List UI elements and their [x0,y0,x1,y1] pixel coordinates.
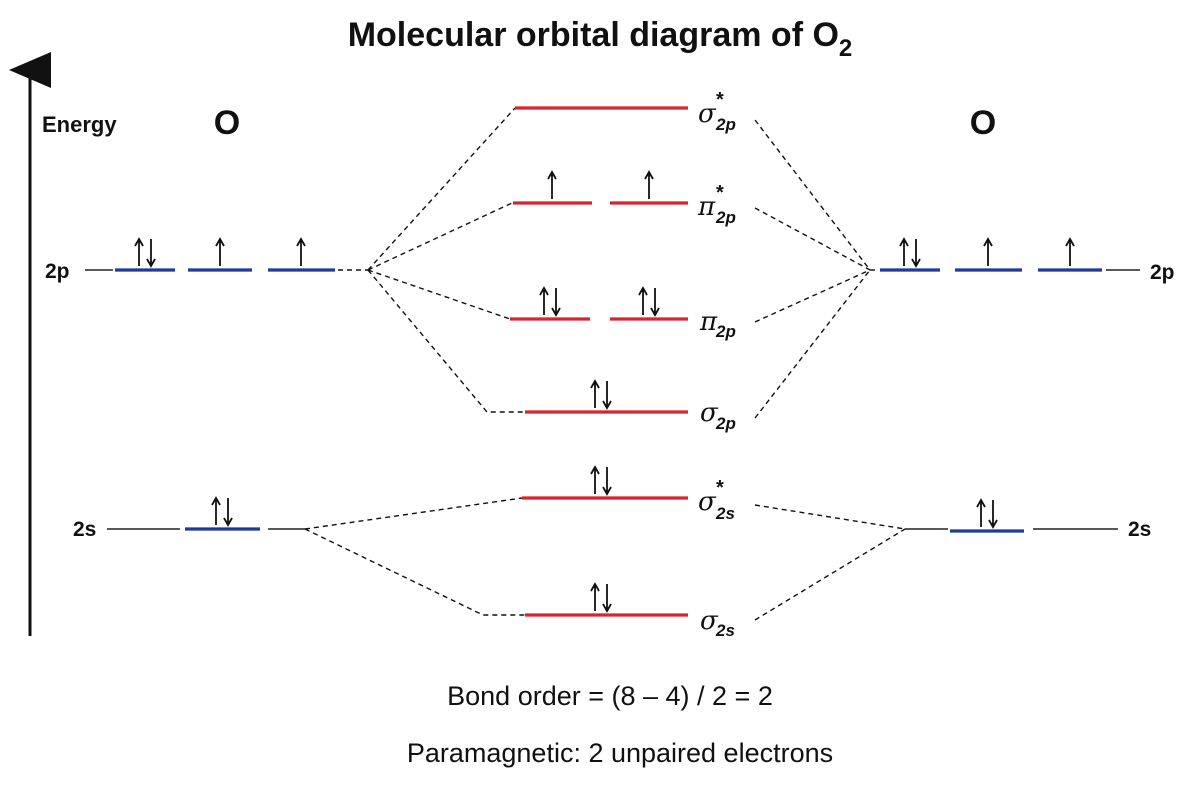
electron-up-arrow-pi-2p-1 [539,286,549,315]
electron-arrows [134,170,1075,613]
energy-axis-label: Energy [42,112,117,137]
electron-up-arrow-left-2p-3 [296,237,306,266]
right-atom-label: O [970,104,996,142]
line-right-to-sigma-star-2s [754,504,906,530]
electron-up-arrow-pi-2p-2 [638,286,648,315]
line-left-to-sigma-star-2s [304,497,523,530]
magnetism-caption: Paramagnetic: 2 unpaired electrons [407,738,833,768]
pi-star-2p-label: π * 2p [697,182,736,227]
sigma-2p-label: σ 2p [700,398,736,433]
molecular-orbitals [510,106,688,617]
electron-down-arrow-pi-2p-2 [650,288,660,317]
line-left-to-pi-star-2p [367,202,513,271]
svg-text:2p: 2p [715,208,736,227]
electron-up-arrow-left-2s-1 [211,496,221,525]
svg-text:2p: 2p [715,322,736,341]
electron-up-arrow-left-2p-2 [215,237,225,266]
electron-up-arrow-pi-star-2p-1 [547,170,557,199]
sigma-star-2p-label: σ * 2p [698,89,736,134]
svg-text:*: * [716,477,724,499]
svg-text:2p: 2p [715,414,736,433]
electron-down-arrow-left-2s-1 [223,498,233,527]
left-atomic-orbitals [115,268,335,531]
left-atom-label: O [214,104,240,142]
electron-up-arrow-right-2p-2 [983,237,993,266]
svg-text:π: π [699,307,718,337]
line-right-to-sigma-2s [754,528,906,621]
line-right-to-sigma-star-2p [754,119,871,271]
line-right-to-pi-2p [754,269,871,323]
electron-up-arrow-right-2p-1 [899,237,909,266]
electron-down-arrow-sigma-star-2s-1 [602,467,612,496]
electron-up-arrow-right-2p-3 [1065,237,1075,266]
pi-2p-label: π 2p [699,307,736,341]
sigma-star-2s-label: σ * 2s [698,477,735,523]
svg-text:*: * [716,89,724,111]
electron-down-arrow-left-2p-1 [146,239,156,268]
line-left-to-pi-2p [367,269,511,320]
svg-text:2s: 2s [715,621,735,640]
right-2s-label: 2s [1128,518,1151,541]
electron-down-arrow-right-2p-1 [911,239,921,268]
bond-order-caption: Bond order = (8 – 4) / 2 = 2 [447,681,773,711]
line-right-to-sigma-2p [754,269,871,419]
electron-up-arrow-left-2p-1 [134,237,144,266]
electron-down-arrow-sigma-2s-1 [602,584,612,613]
sigma-2s-label: σ 2s [700,606,735,640]
line-left-to-sigma-2s [304,528,525,616]
electron-down-arrow-pi-2p-1 [551,288,561,317]
electron-up-arrow-pi-star-2p-2 [644,170,654,199]
electron-down-arrow-right-2s-1 [988,500,998,529]
line-left-to-sigma-star-2p [367,107,516,271]
svg-text:π: π [697,192,716,222]
electron-up-arrow-sigma-star-2s-1 [590,465,600,494]
svg-text:σ: σ [700,398,719,428]
left-2s-label: 2s [73,518,96,541]
right-2p-label: 2p [1150,261,1175,284]
diagram-title: Molecular orbital diagram of O2 [348,16,853,62]
electron-up-arrow-right-2s-1 [976,498,986,527]
svg-text:*: * [716,182,724,204]
svg-text:σ: σ [698,99,717,129]
line-left-to-sigma-2p [367,269,525,413]
svg-text:σ: σ [698,487,717,517]
electron-up-arrow-sigma-2s-1 [590,582,600,611]
svg-text:2s: 2s [715,504,735,523]
electron-up-arrow-sigma-2p-1 [590,379,600,408]
svg-text:2p: 2p [715,115,736,134]
electron-down-arrow-sigma-2p-1 [602,381,612,410]
svg-text:σ: σ [700,606,719,636]
correlation-lines [304,107,906,621]
left-2p-label: 2p [45,260,70,283]
right-atomic-orbitals [880,268,1102,533]
line-right-to-pi-star-2p [754,207,871,271]
